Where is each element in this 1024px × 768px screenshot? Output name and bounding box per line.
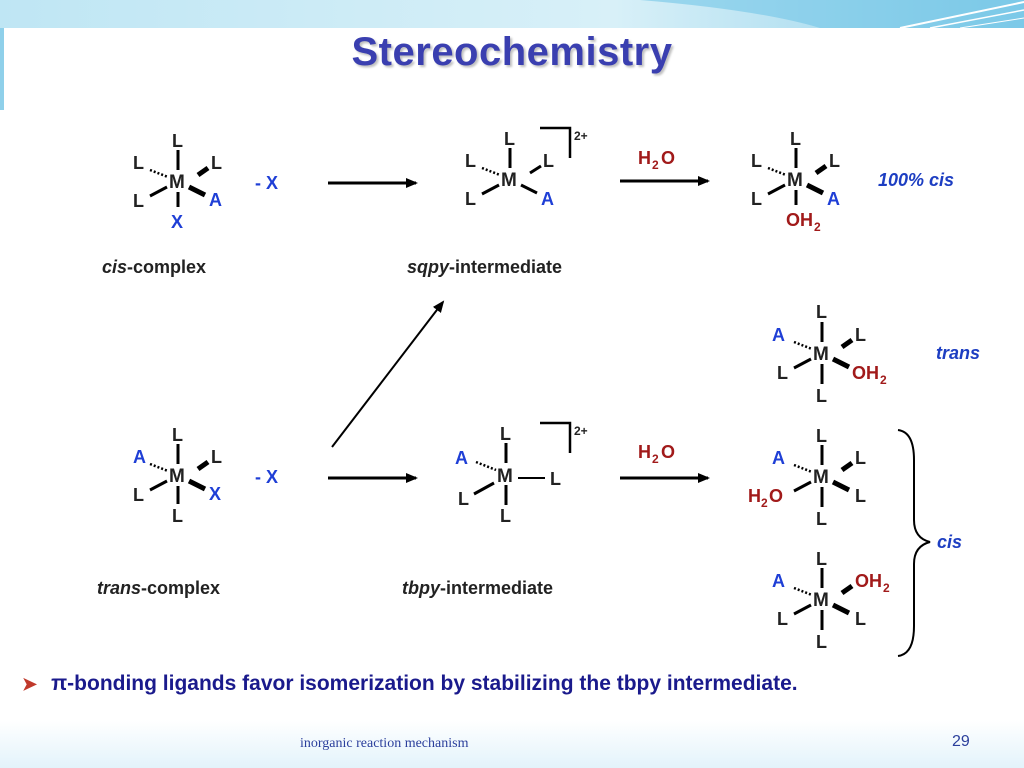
svg-text:A: A [455, 448, 468, 468]
label-trans-product: trans [936, 343, 980, 363]
svg-text:H: H [638, 148, 651, 168]
label-trans-complex: trans-complex [97, 578, 220, 598]
svg-text:L: L [816, 509, 827, 529]
svg-text:L: L [211, 447, 222, 467]
svg-text:L: L [816, 386, 827, 406]
svg-text:L: L [751, 151, 762, 171]
svg-text:L: L [500, 424, 511, 444]
page-number: 29 [952, 733, 970, 750]
svg-text:L: L [504, 129, 515, 149]
svg-text:L: L [465, 189, 476, 209]
reagent-water-bottom: H 2 O [638, 442, 675, 466]
svg-text:L: L [751, 189, 762, 209]
svg-text:X: X [171, 212, 183, 232]
svg-text:A: A [772, 448, 785, 468]
bottom-decoration [0, 720, 1024, 768]
leaving-group-x-top: - X [255, 173, 278, 193]
svg-text:2+: 2+ [574, 424, 588, 438]
arrow-bullet-icon: ➤ [22, 674, 38, 694]
svg-text:2: 2 [814, 220, 821, 234]
svg-text:2: 2 [761, 496, 768, 510]
svg-text:L: L [816, 302, 827, 322]
svg-text:L: L [855, 609, 866, 629]
slide-title: Stereochemistry [351, 30, 673, 74]
svg-text:L: L [855, 486, 866, 506]
product-cis-structure: L L L M L A OH 2 [751, 129, 840, 234]
svg-text:L: L [550, 469, 561, 489]
svg-text:H: H [638, 442, 651, 462]
svg-text:L: L [133, 191, 144, 211]
svg-text:L: L [133, 485, 144, 505]
cis-complex-structure: L L L M L A X [133, 131, 222, 232]
svg-text:L: L [816, 632, 827, 652]
svg-text:L: L [829, 151, 840, 171]
svg-text:L: L [133, 153, 144, 173]
label-cis-products: cis [937, 532, 962, 552]
svg-text:L: L [172, 506, 183, 526]
svg-text:2: 2 [880, 373, 887, 387]
svg-text:2: 2 [652, 452, 659, 466]
svg-text:A: A [209, 190, 222, 210]
svg-text:L: L [777, 363, 788, 383]
svg-text:L: L [172, 425, 183, 445]
svg-text:L: L [172, 131, 183, 151]
product-trans-structure: L A L M L OH 2 L [772, 302, 887, 406]
svg-text:A: A [541, 189, 554, 209]
svg-text:OH: OH [786, 210, 813, 230]
trans-complex-structure: L A L M L X L [133, 425, 222, 526]
label-sqpy-intermediate: sqpy-intermediate [407, 257, 562, 277]
leaving-group-x-bottom: - X [255, 467, 278, 487]
svg-text:M: M [169, 172, 185, 193]
svg-text:M: M [501, 170, 517, 191]
label-100-cis: 100% cis [878, 170, 954, 190]
svg-text:M: M [813, 344, 829, 365]
arrow-trans-to-sqpy [331, 300, 445, 448]
brace-cis-group [897, 429, 931, 657]
label-tbpy-intermediate: tbpy-intermediate [402, 578, 553, 598]
footer-text: inorganic reaction mechanism [300, 736, 469, 751]
product-cis-b-structure: L A OH 2 M L L L [772, 549, 890, 652]
product-cis-a-structure: L A L M H 2 O L L [748, 426, 866, 529]
svg-text:A: A [827, 189, 840, 209]
svg-text:OH: OH [855, 571, 882, 591]
label-cis-complex: cis-complex [102, 257, 206, 277]
svg-text:M: M [813, 467, 829, 488]
svg-text:M: M [497, 466, 513, 487]
svg-text:O: O [769, 486, 783, 506]
svg-text:OH: OH [852, 363, 879, 383]
svg-text:2+: 2+ [574, 129, 588, 143]
svg-text:L: L [500, 506, 511, 526]
sqpy-intermediate-structure: L L L M L A 2+ [465, 126, 588, 209]
bullet-point: ➤ π-bonding ligands favor isomerization b… [22, 672, 1012, 696]
svg-text:L: L [855, 448, 866, 468]
svg-text:A: A [772, 571, 785, 591]
tbpy-intermediate-structure: L A M L L L 2+ [455, 421, 588, 526]
svg-text:2: 2 [883, 581, 890, 595]
svg-text:A: A [133, 447, 146, 467]
reagent-water-top: H 2 O [638, 148, 675, 172]
svg-text:L: L [855, 325, 866, 345]
svg-text:2: 2 [652, 158, 659, 172]
svg-text:A: A [772, 325, 785, 345]
svg-text:O: O [661, 442, 675, 462]
svg-text:X: X [209, 484, 221, 504]
svg-text:O: O [661, 148, 675, 168]
svg-text:L: L [790, 129, 801, 149]
svg-text:L: L [543, 151, 554, 171]
svg-text:L: L [816, 549, 827, 569]
svg-text:H: H [748, 486, 761, 506]
svg-text:L: L [816, 426, 827, 446]
svg-text:L: L [465, 151, 476, 171]
svg-text:L: L [777, 609, 788, 629]
decorative-swoosh [0, 0, 1024, 110]
svg-text:M: M [169, 466, 185, 487]
svg-text:L: L [211, 153, 222, 173]
bullet-text: π-bonding ligands favor isomerization by… [51, 672, 798, 695]
svg-text:M: M [813, 590, 829, 611]
top-decoration [0, 0, 1024, 110]
svg-text:L: L [458, 489, 469, 509]
svg-text:M: M [787, 170, 803, 191]
